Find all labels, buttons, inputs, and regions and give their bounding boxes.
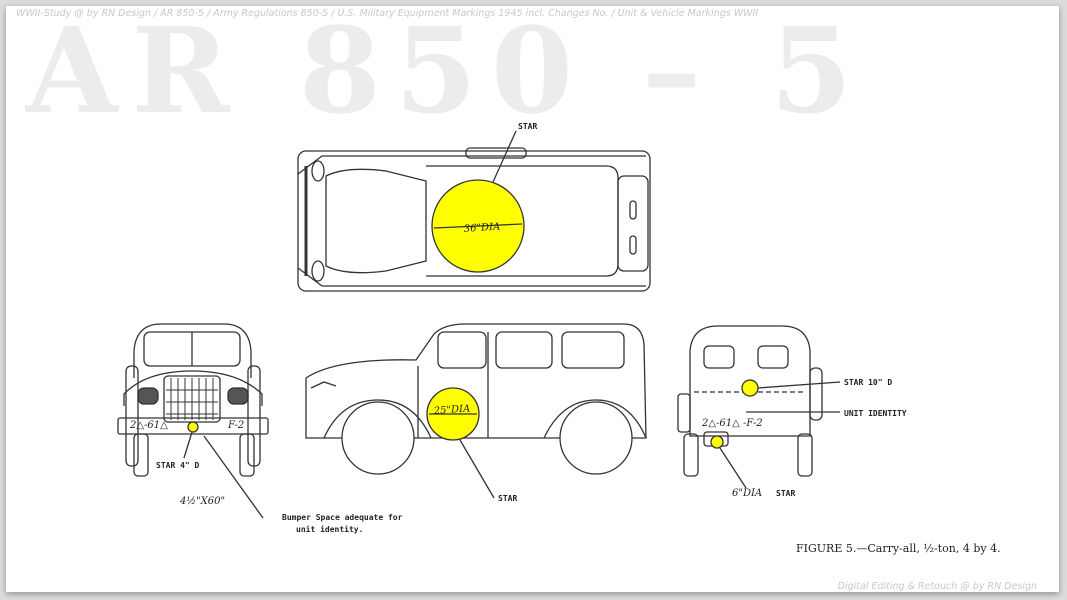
- rear-view: [677, 325, 841, 489]
- star-marking-front: [187, 421, 199, 433]
- label-star-rear-low: STAR: [776, 489, 795, 498]
- top-view: [297, 130, 651, 292]
- document-page: AR 850 – 5 WWII-Study @ by RN Design / A…: [6, 6, 1059, 592]
- figure-caption: FIGURE 5.—Carry-all, ½-ton, 4 by 4.: [796, 542, 1001, 555]
- label-star-side: STAR: [498, 494, 517, 503]
- label-bumper-front-right: F-2: [227, 420, 244, 431]
- front-view: [117, 323, 269, 519]
- star-marking-rear-6in: [710, 435, 724, 449]
- label-star-side-dimension: 25"DIA: [432, 403, 470, 417]
- label-bumper-note-line1: Bumper Space adequate for: [282, 513, 403, 522]
- label-bumper-note-line2: unit identity.: [296, 524, 363, 534]
- side-view: [305, 323, 647, 499]
- watermark-credit-bottom: Digital Editing & Retouch @ by RN Design: [837, 581, 1037, 592]
- watermark-credit-top: WWII-Study @ by RN Design / AR 850-5 / A…: [16, 8, 759, 19]
- label-star-top: STAR: [518, 122, 537, 131]
- label-bumper-size: 4½"X60": [179, 496, 225, 507]
- label-bumper-front-identity: 2△-61△: [129, 420, 168, 431]
- label-rear-identity: 2△-61△ -F-2: [701, 418, 763, 429]
- label-star-top-dimension: 36"DIA: [463, 221, 500, 235]
- star-marking-rear-10in: [741, 379, 759, 397]
- label-star-front: STAR 4" D: [156, 461, 200, 470]
- label-unit-identity: UNIT IDENTITY: [844, 409, 907, 418]
- watermark-title: AR 850 – 5: [26, 6, 867, 140]
- vehicle-markings-diagram: STAR 36"DIA 25"DIA STAR 2△-61△ F-2 STAR …: [117, 122, 1001, 555]
- label-star-rear-10in: STAR 10" D: [844, 378, 892, 387]
- label-rear-star-dimension: 6"DIA: [732, 488, 762, 499]
